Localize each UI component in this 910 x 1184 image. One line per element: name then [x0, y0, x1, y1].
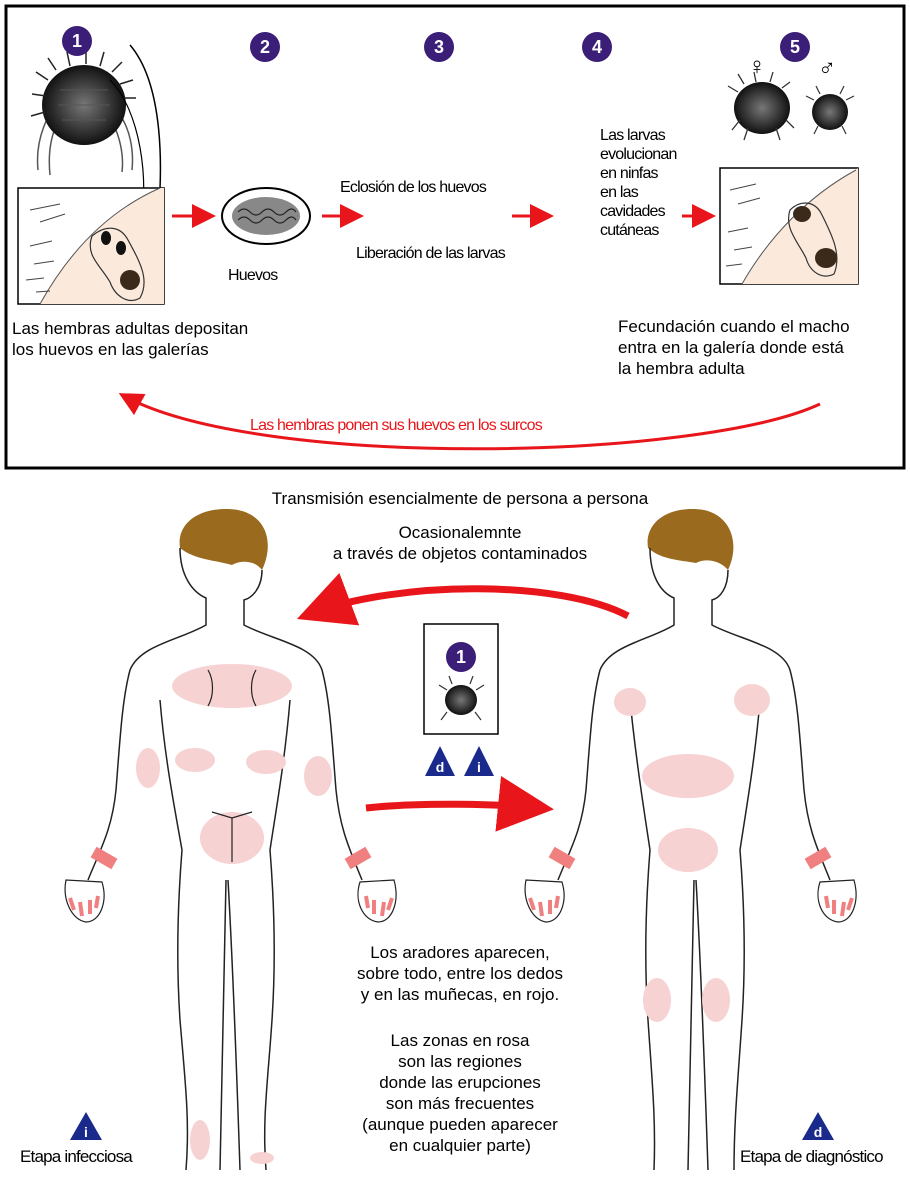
burrow-illustration-left: [18, 188, 164, 304]
mites-location-text: Los aradores aparecen, sobre todo, entre…: [290, 942, 630, 1005]
fertilization-caption: Fecundación cuando el macho entra en la …: [618, 316, 908, 379]
transmission-arrow-top: [310, 589, 628, 616]
rash-zones-text: Las zonas en rosa son las regiones donde…: [290, 1030, 630, 1156]
triangle-d-center-label: d: [430, 759, 450, 775]
step-badge-1: 1: [62, 26, 92, 56]
female-mite-illustration: [728, 72, 794, 140]
transmission-secondary-text: Ocasionalemnte a través de objetos conta…: [280, 522, 640, 564]
transmission-arrow-bottom: [366, 804, 540, 808]
triangle-d-bottom-right-label: d: [808, 1124, 828, 1140]
center-step-badge: 1: [446, 642, 476, 672]
step-badge-4: 4: [582, 32, 612, 62]
step-badge-3: 3: [424, 32, 454, 62]
diagnostic-stage-label: Etapa de diagnóstico: [740, 1146, 883, 1167]
center-mite-card: [424, 624, 498, 734]
nymph-caption: Las larvas evolucionan en ninfas en las …: [600, 126, 720, 240]
adult-mite-illustration: [31, 49, 136, 175]
step1-caption: Las hembras adultas depositan los huevos…: [12, 318, 312, 360]
burrow-illustration-right: [720, 168, 858, 284]
male-symbol: ♂: [818, 56, 836, 82]
step-badge-2: 2: [250, 32, 280, 62]
return-arrow-label: Las hembras ponen sus huevos en los surc…: [250, 416, 542, 435]
step-badge-5: 5: [780, 32, 810, 62]
hatching-label: Eclosión de los huevos: [340, 178, 486, 197]
triangle-i-center-label: i: [469, 759, 489, 775]
triangle-i-bottom-left-label: i: [76, 1124, 96, 1140]
transmission-main-text: Transmisión esencialmente de persona a p…: [160, 488, 760, 509]
infective-stage-label: Etapa infecciosa: [20, 1146, 132, 1167]
egg-illustration: [222, 188, 310, 244]
female-symbol: ♀: [748, 54, 766, 80]
male-mite-illustration: [806, 86, 854, 134]
eggs-label: Huevos: [228, 266, 277, 285]
larvae-release-label: Liberación de las larvas: [356, 244, 505, 263]
